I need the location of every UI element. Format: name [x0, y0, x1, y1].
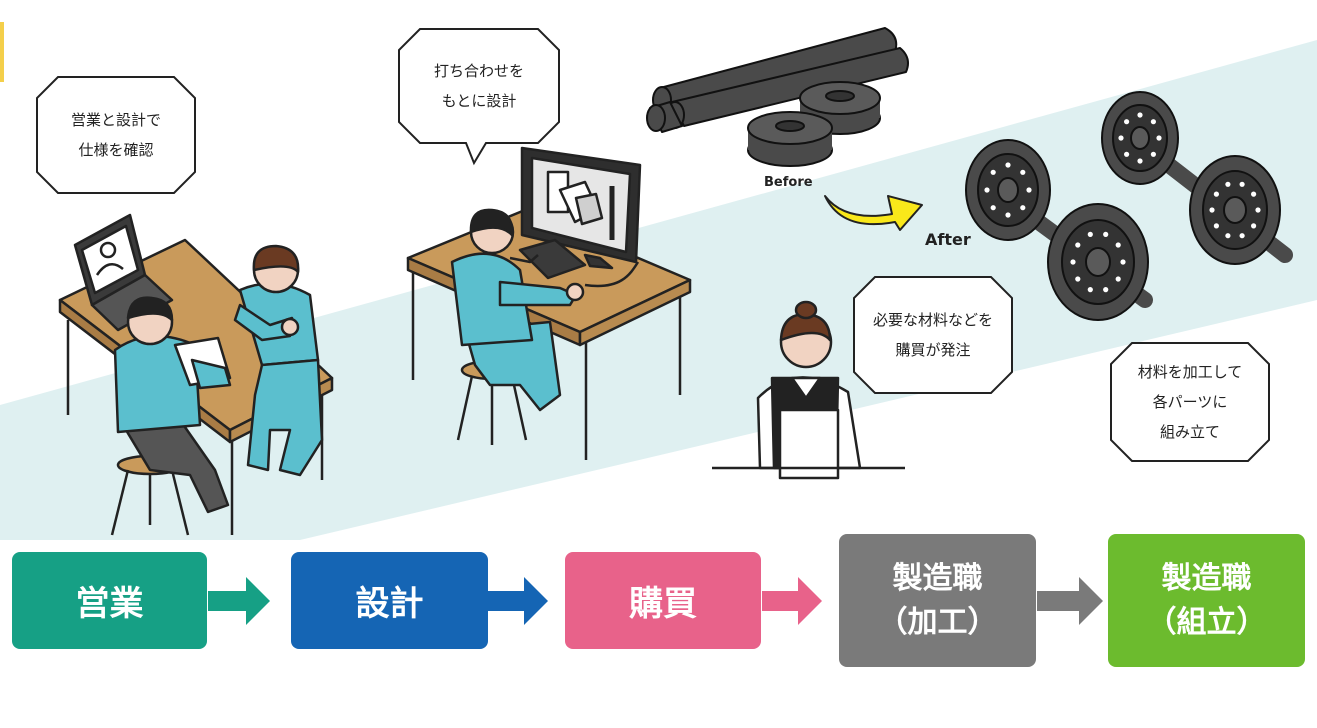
step-assembly-label: 製造職 （組立）	[1146, 560, 1267, 640]
step-design-label: 設計	[355, 584, 424, 624]
wheel-hole	[1115, 276, 1121, 282]
wheel-hole	[1070, 259, 1076, 265]
wheel-hole	[1005, 162, 1011, 168]
wheel-hole	[1124, 119, 1130, 125]
wheel-hole	[1075, 276, 1081, 282]
after-label: After	[925, 230, 971, 249]
wheel-hole	[1251, 191, 1257, 197]
step-processing-label: 製造職 （加工）	[877, 560, 998, 640]
wheel-hole	[1239, 181, 1245, 187]
wheel-hole	[1087, 231, 1093, 237]
wheel-hole	[1115, 242, 1121, 248]
bubble-sales-text: 営業と設計で 仕様を確認	[70, 111, 161, 159]
salesperson-front	[110, 296, 232, 536]
purchaser	[712, 300, 905, 480]
step-design: 設計	[291, 552, 488, 649]
bubble-purchase-shape	[853, 276, 1013, 394]
bubble-assembly-text: 材料を加工して 各パーツに 組み立て	[1137, 363, 1243, 441]
arrow-4	[1037, 577, 1103, 625]
wheel-hole	[1118, 135, 1124, 141]
step-purchase: 購買	[565, 552, 761, 649]
wheel-hole	[1156, 135, 1162, 141]
wheel-hole	[990, 205, 996, 211]
wheel-holes	[984, 112, 1261, 293]
laptop	[73, 213, 174, 332]
designer	[450, 208, 585, 412]
wheel-hole	[984, 187, 990, 193]
wheel-hole	[1075, 242, 1081, 248]
salesperson-back	[233, 244, 324, 477]
wheel-hole	[1255, 207, 1261, 213]
bubble-sales-shape	[36, 76, 196, 194]
arrow-3	[762, 577, 822, 625]
wheel-hole	[990, 169, 996, 175]
bubble-purchase: 必要な材料などを 購買が発注	[853, 276, 1013, 394]
wheel-hole	[1213, 223, 1219, 229]
bubble-assembly: 材料を加工して 各パーツに 組み立て	[1110, 342, 1270, 462]
before-after-arrow	[824, 195, 923, 231]
wheel-hole	[1124, 151, 1130, 157]
wheel-hole	[1026, 187, 1032, 193]
wheel-hole	[1150, 119, 1156, 125]
wheel-hole	[1103, 231, 1109, 237]
bubble-sales: 営業と設計で 仕様を確認	[36, 76, 196, 194]
bubble-purchase-text: 必要な材料などを 購買が発注	[872, 311, 993, 359]
step-assembly: 製造職 （組立）	[1108, 534, 1305, 667]
wheel-hole	[1225, 233, 1231, 239]
step-purchase-label: 購買	[629, 584, 697, 624]
left-edge-accent	[0, 22, 4, 82]
bubble-design-text: 打ち合わせを もとに設計	[433, 62, 524, 110]
arrow-2	[488, 577, 548, 625]
bubble-assembly-shape	[1110, 342, 1270, 462]
raw-materials	[646, 27, 909, 167]
wheel-hole	[1209, 207, 1215, 213]
before-label: Before	[764, 175, 813, 190]
wheel-hole	[1137, 112, 1143, 118]
wheel-hole	[1087, 287, 1093, 293]
wheel-hole	[1103, 287, 1109, 293]
step-processing: 製造職 （加工）	[839, 534, 1036, 667]
wheel-hole	[1005, 212, 1011, 218]
wheel-hole	[1251, 223, 1257, 229]
wheel-hole	[1225, 181, 1231, 187]
monitor	[520, 146, 642, 270]
wheel-hole	[1120, 259, 1126, 265]
wheel-hole	[1213, 191, 1219, 197]
wheel-hole	[1239, 233, 1245, 239]
wheel-hole	[1020, 169, 1026, 175]
step-sales: 営業	[12, 552, 207, 649]
wheelset-left	[965, 139, 1153, 321]
step-sales-label: 営業	[75, 584, 144, 624]
arrow-1	[208, 577, 270, 625]
wheel-hole	[1020, 205, 1026, 211]
bubble-design-shape	[398, 28, 560, 166]
wheel-hole	[1137, 158, 1143, 164]
keyboard	[518, 238, 640, 288]
wheel-hole	[1150, 151, 1156, 157]
bubble-design: 打ち合わせを もとに設計	[398, 28, 560, 166]
